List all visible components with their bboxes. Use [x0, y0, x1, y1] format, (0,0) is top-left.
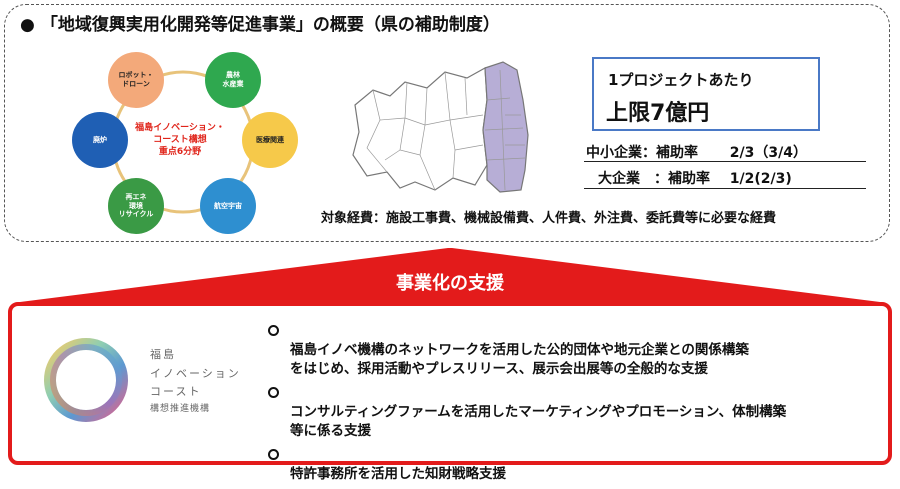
org-name-line-1: 福島: [150, 348, 176, 361]
node-agriculture: 農林 水産業: [205, 52, 261, 108]
node-decommissioning: 廃炉: [72, 112, 128, 168]
node-medical: 医療関連: [242, 112, 298, 168]
eligible-expenses: 対象経費：施設工事費、機械設備費、人件費、外注費、委託費等に必要な経費: [321, 211, 777, 226]
support-item: 特許事務所を活用した知財戦略支援: [268, 446, 888, 484]
circle-bullet-icon: [268, 325, 279, 336]
large-underline: [584, 188, 866, 189]
bullet-icon: ●: [20, 15, 35, 35]
heading-band: [340, 262, 560, 302]
support-panel: [8, 302, 892, 465]
sme-label: 中小企業：補助率: [586, 145, 698, 161]
organization-name: 福島 イノベーション コースト 構想推進機構: [150, 346, 241, 417]
large-rate-row: 大企業 ：補助率 1/2(2/3): [598, 168, 792, 188]
support-item-text: 福島イノベ機構のネットワークを活用した公的団体や地元企業との関係構築 をはじめ、…: [290, 342, 749, 377]
per-project-label: 1プロジェクトあたり: [608, 71, 754, 89]
large-label: 大企業 ：補助率: [598, 171, 710, 187]
org-name-line-3: コースト: [150, 385, 202, 399]
prefecture-map: [345, 60, 540, 195]
overview-panel: [4, 4, 890, 242]
support-item-text: コンサルティングファームを活用したマーケティングやプロモーション、体制構築 等に…: [290, 404, 787, 439]
concept-hub-text: 福島イノベーション・ コースト構想 重点6分野: [135, 123, 225, 158]
overview-title: ●「地域復興実用化開発等促進事業」の概要（県の補助制度）: [20, 10, 500, 35]
org-name-line-4: 構想推進機構: [150, 404, 211, 415]
organization-logo: [36, 330, 136, 430]
circle-bullet-icon: [268, 387, 279, 398]
org-name-line-2: イノベーション: [150, 366, 241, 380]
support-item: コンサルティングファームを活用したマーケティングやプロモーション、体制構築 等に…: [268, 384, 888, 441]
support-heading: 事業化の支援: [396, 273, 504, 294]
node-renewable-energy: 再エネ 環境 リサイクル: [108, 178, 164, 234]
subsidy-cap: 上限7億円: [606, 101, 710, 126]
overview-title-text: 「地域復興実用化開発等促進事業」の概要（県の補助制度）: [40, 15, 500, 35]
node-aerospace: 航空宇宙: [200, 178, 256, 234]
map-coastal-region: [482, 61, 529, 193]
node-robot-drone: ロボット・ ドローン: [108, 52, 164, 108]
support-funnel: [20, 248, 880, 302]
sme-rate-row: 中小企業：補助率 2/3（3/4）: [586, 142, 807, 162]
circle-bullet-icon: [268, 449, 279, 460]
sme-rate: 2/3（3/4）: [729, 145, 807, 161]
support-item-text: 特許事務所を活用した知財戦略支援: [290, 466, 506, 482]
support-list: 福島イノベ機構のネットワークを活用した公的団体や地元企業との関係構築 をはじめ、…: [268, 322, 888, 489]
sme-underline: [584, 161, 866, 162]
large-rate: 1/2(2/3): [729, 171, 792, 187]
support-item: 福島イノベ機構のネットワークを活用した公的団体や地元企業との関係構築 をはじめ、…: [268, 322, 888, 379]
subsidy-cap-box: 1プロジェクトあたり 上限7億円: [592, 57, 820, 131]
map-west-region: [352, 67, 488, 191]
